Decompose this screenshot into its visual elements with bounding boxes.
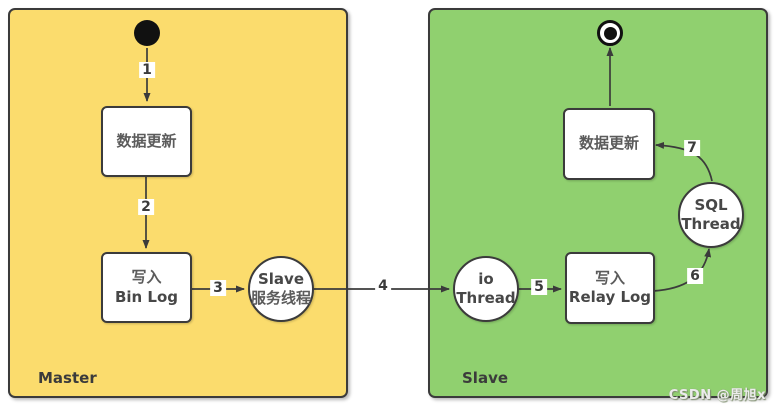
node-slave-data-update: 数据更新: [563, 108, 655, 180]
node-label-line1: 写入: [131, 268, 162, 286]
node-label-line1: Slave: [257, 270, 305, 289]
edge-label-2: 2: [138, 199, 154, 215]
node-label-line2: Bin Log: [114, 287, 179, 306]
edge-label-4: 4: [375, 278, 391, 294]
node-master-data-update: 数据更新: [101, 106, 192, 177]
master-panel-label: Master: [38, 369, 97, 387]
node-slave-io-thread: io Thread: [453, 256, 519, 322]
initial-state-node: [134, 20, 160, 46]
final-state-node: [597, 20, 623, 46]
node-label-line1: 写入: [594, 268, 625, 287]
csdn-watermark: CSDN @周旭x: [668, 388, 766, 403]
node-label-line2: Relay Log: [568, 288, 652, 306]
node-master-write-binlog: 写入 Bin Log: [101, 252, 192, 323]
node-label-line2: Thread: [681, 215, 741, 233]
node-label-line2: Thread: [456, 289, 516, 307]
master-panel: [8, 8, 348, 398]
edge-label-5: 5: [531, 279, 547, 295]
edge-label-3: 3: [210, 280, 226, 296]
edge-label-6: 6: [687, 268, 703, 284]
node-slave-write-relay-log: 写入 Relay Log: [565, 252, 655, 324]
node-label-line1: io: [478, 270, 494, 289]
final-state-dot: [603, 26, 617, 40]
slave-panel-label: Slave: [462, 369, 509, 387]
node-label: 数据更新: [578, 134, 639, 153]
node-label-line2: 服务线程: [250, 289, 311, 307]
node-label: 数据更新: [116, 131, 177, 150]
node-master-slave-service-thread: Slave 服务线程: [248, 256, 314, 322]
node-slave-sql-thread: SQL Thread: [678, 182, 744, 248]
edge-label-7: 7: [684, 140, 700, 156]
node-label-line1: SQL: [694, 196, 728, 215]
edge-label-1: 1: [139, 62, 155, 78]
